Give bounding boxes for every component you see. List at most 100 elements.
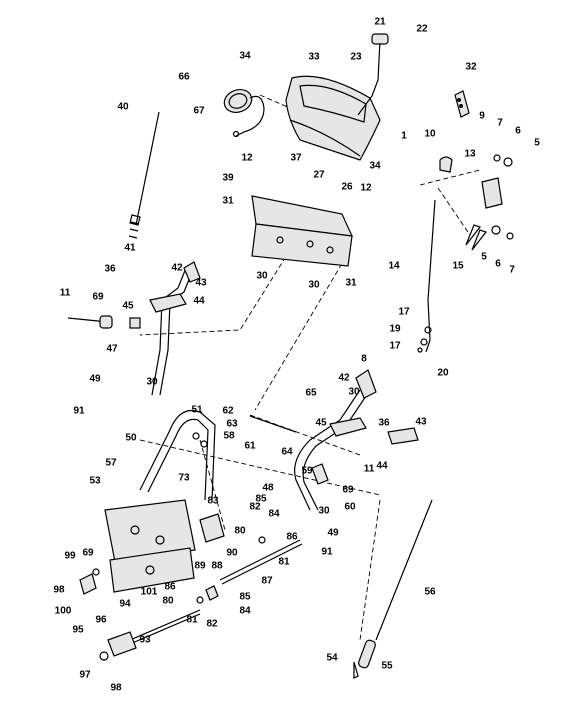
callout-c17a: 17 [398, 307, 410, 318]
callout-c101: 101 [141, 587, 158, 598]
callout-c55: 55 [381, 661, 393, 672]
callout-c31a: 31 [222, 196, 234, 207]
callout-c73: 73 [178, 473, 190, 484]
callout-c31b: 31 [345, 278, 357, 289]
callout-c57: 57 [105, 458, 117, 469]
callout-c44b: 44 [376, 461, 388, 472]
callout-c84a: 84 [268, 509, 280, 520]
callout-c56: 56 [424, 587, 436, 598]
bracket-100 [79, 568, 100, 595]
callout-c30c: 30 [146, 377, 158, 388]
callout-c23: 23 [350, 52, 362, 63]
callout-c14: 14 [388, 261, 400, 272]
callout-c30d: 30 [348, 387, 360, 398]
callout-c37: 37 [290, 153, 302, 164]
callout-c98b: 98 [110, 683, 122, 694]
callout-c44a: 44 [193, 296, 205, 307]
callout-c85b: 85 [239, 592, 251, 603]
callout-c54: 54 [326, 653, 338, 664]
callout-c36a: 36 [104, 264, 116, 275]
callout-c40: 40 [117, 102, 129, 113]
shift-linkage-87 [196, 513, 303, 604]
callout-c91a: 91 [73, 406, 85, 417]
callout-c22: 22 [416, 24, 428, 35]
callout-c11a: 11 [60, 288, 71, 299]
switch-32 [454, 90, 470, 118]
callout-c82b: 82 [206, 619, 218, 630]
callout-c10: 10 [424, 129, 436, 140]
callout-c84b: 84 [239, 606, 251, 617]
callout-c60: 60 [344, 502, 356, 513]
callout-c12b: 12 [360, 183, 372, 194]
callout-c47: 47 [106, 344, 118, 355]
callout-c83: 83 [207, 496, 219, 507]
callout-c81b: 81 [186, 615, 198, 626]
callout-c41: 41 [124, 243, 136, 254]
callout-c21: 21 [374, 17, 386, 28]
callout-c30e: 30 [318, 506, 330, 517]
callout-c80a: 80 [234, 526, 246, 537]
callout-c53: 53 [89, 476, 101, 487]
assembly-lines [139, 94, 481, 641]
callout-c65: 65 [305, 388, 317, 399]
callout-c98a: 98 [53, 585, 65, 596]
dash-panel-33 [285, 75, 381, 161]
callout-c34a: 34 [239, 51, 251, 62]
upper-handle-50 [139, 409, 216, 501]
headlight-66 [223, 89, 265, 138]
callout-c39: 39 [222, 173, 234, 184]
cable-40 [128, 111, 160, 239]
callout-c33: 33 [308, 52, 320, 63]
callout-c63: 63 [226, 419, 238, 430]
callout-c36b: 36 [378, 418, 390, 429]
crank-rod-23 [357, 33, 389, 116]
callout-c20: 20 [437, 368, 449, 379]
callout-c86a: 86 [286, 532, 298, 543]
callout-c67: 67 [193, 106, 205, 117]
callout-c42a: 42 [171, 263, 183, 274]
callout-c27: 27 [313, 170, 325, 181]
lower-frame-101 [104, 499, 196, 593]
console-39 [251, 195, 353, 267]
callout-c12a: 12 [241, 153, 253, 164]
callout-c69a: 69 [92, 292, 104, 303]
callout-c85a: 85 [255, 494, 267, 505]
callout-c6b: 6 [495, 259, 501, 270]
callout-c86b: 86 [164, 582, 176, 593]
callout-c89: 89 [194, 561, 206, 572]
callout-c69c: 69 [82, 548, 94, 559]
callout-c5b: 5 [481, 252, 487, 263]
callout-c43a: 43 [195, 278, 207, 289]
callout-c6a: 6 [515, 126, 521, 137]
callout-c69b: 69 [342, 485, 354, 496]
callout-c91b: 91 [321, 547, 333, 558]
callout-c34b: 34 [369, 161, 381, 172]
callout-c7a: 7 [497, 118, 503, 129]
callout-c30b: 30 [308, 280, 320, 291]
callout-c1: 1 [401, 131, 407, 142]
callout-c49b: 49 [327, 528, 339, 539]
callout-c96: 96 [95, 615, 107, 626]
callout-c59: 59 [301, 466, 313, 477]
callout-c45a: 45 [122, 301, 134, 312]
callout-c51: 51 [191, 405, 203, 416]
callout-c32: 32 [465, 62, 477, 73]
callout-c88: 88 [211, 561, 223, 572]
callout-c50: 50 [125, 433, 137, 444]
callout-c81a: 81 [278, 557, 290, 568]
right-handle [249, 369, 419, 511]
callout-c7b: 7 [509, 265, 515, 276]
chute-rod-14 [417, 199, 436, 353]
shift-rod-93 [99, 609, 201, 661]
callout-c66: 66 [178, 72, 190, 83]
callout-c97: 97 [79, 670, 91, 681]
callout-c99: 99 [64, 551, 76, 562]
callout-c95: 95 [72, 625, 84, 636]
callout-c80b: 80 [162, 596, 174, 607]
callout-c11b: 11 [364, 464, 375, 475]
callout-c90: 90 [226, 548, 238, 559]
callout-c58: 58 [223, 431, 235, 442]
callout-c13: 13 [464, 149, 476, 160]
